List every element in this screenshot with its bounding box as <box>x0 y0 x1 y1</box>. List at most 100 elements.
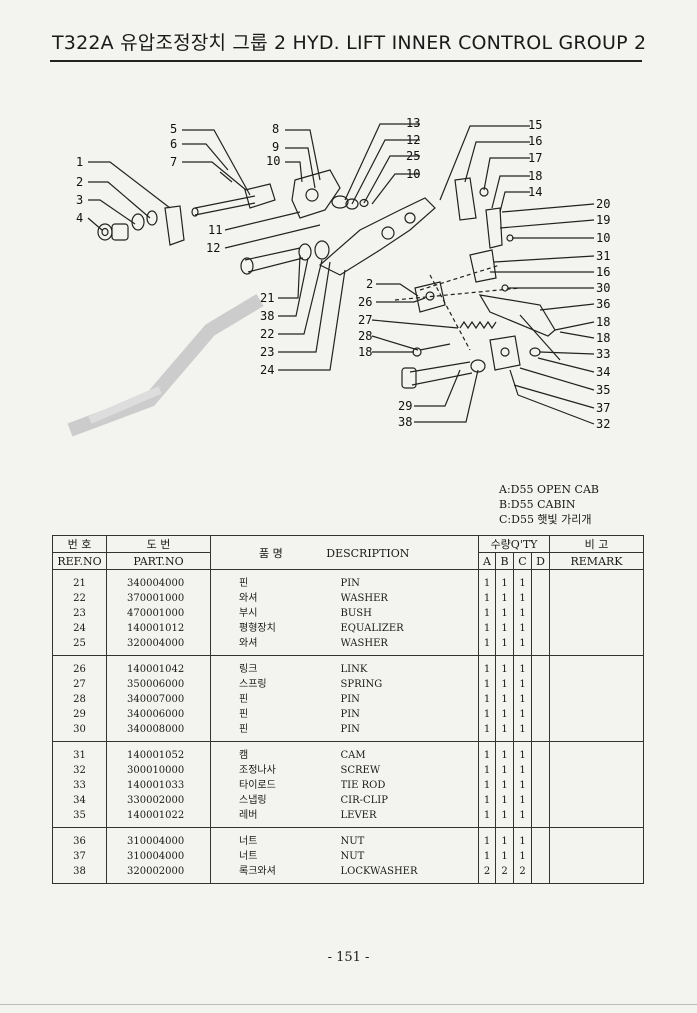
legend-item: C:D55 햇빛 가리개 <box>499 513 592 526</box>
cell-remark <box>549 621 645 636</box>
cell-remark <box>549 763 645 778</box>
callout-label: 33 <box>596 347 610 361</box>
cell-remark <box>549 655 645 677</box>
cell-ref: 24 <box>52 621 107 636</box>
cell-part: 140001033 <box>106 778 211 793</box>
cell-remark <box>549 849 645 864</box>
header-qty: 수량Q'TY <box>477 535 551 553</box>
parts-table: 번 호 도 번 품 명 DESCRIPTION 수량Q'TY 비 고 REF.N… <box>52 535 645 884</box>
callout-label: 21 <box>260 291 274 305</box>
cell-c: 1 <box>513 763 532 778</box>
page-number: - 151 - <box>327 950 370 965</box>
title-rule <box>50 60 642 62</box>
cell-a: 1 <box>478 677 496 692</box>
cell-d <box>530 692 551 707</box>
cell-desc: PIN <box>340 692 479 707</box>
cell-b: 1 <box>495 655 514 677</box>
cell-desc: LINK <box>340 655 479 677</box>
cell-d <box>530 591 551 606</box>
cell-ko: 링크 <box>210 655 341 677</box>
cell-d <box>530 655 551 677</box>
cell-part: 350006000 <box>106 677 211 692</box>
cell-c: 1 <box>513 692 532 707</box>
callout-label: 24 <box>260 363 274 377</box>
cell-b: 2 <box>495 864 514 884</box>
callout-label: 25 <box>406 149 420 163</box>
cell-c: 1 <box>513 778 532 793</box>
cell-ref: 35 <box>52 808 107 828</box>
cell-ko: 레버 <box>210 808 341 828</box>
cell-a: 1 <box>478 636 496 656</box>
cell-b: 1 <box>495 827 514 849</box>
header-qty-c: C <box>513 552 532 570</box>
page-title: T322A 유압조정장치 그룹 2 HYD. LIFT INNER CONTRO… <box>52 32 647 54</box>
callout-label: 14 <box>528 185 542 199</box>
cell-b: 1 <box>495 849 514 864</box>
callout-label: 4 <box>76 211 83 225</box>
cell-ref: 22 <box>52 591 107 606</box>
header-name-ko: 품 명 <box>259 546 283 560</box>
header-description: DESCRIPTION <box>326 546 410 560</box>
cell-part: 340007000 <box>106 692 211 707</box>
cell-ko: 너트 <box>210 827 341 849</box>
cell-ref: 28 <box>52 692 107 707</box>
cell-desc: PIN <box>340 707 479 722</box>
cell-c: 1 <box>513 827 532 849</box>
cell-remark <box>549 722 645 742</box>
cell-ref: 34 <box>52 793 107 808</box>
cell-ko: 와셔 <box>210 591 341 606</box>
cell-ref: 21 <box>52 569 107 591</box>
header-remark-en: REMARK <box>549 552 645 570</box>
cell-d <box>530 763 551 778</box>
callout-label: 13 <box>406 116 420 130</box>
cell-part: 320002000 <box>106 864 211 884</box>
cell-desc: EQUALIZER <box>340 621 479 636</box>
callout-label: 38 <box>260 309 274 323</box>
cell-part: 140001012 <box>106 621 211 636</box>
cell-ref: 38 <box>52 864 107 884</box>
callout-label: 35 <box>596 383 610 397</box>
cell-ko: 부시 <box>210 606 341 621</box>
header-qty-d: D <box>530 552 551 570</box>
cell-ko: 록크와셔 <box>210 864 341 884</box>
cell-a: 1 <box>478 655 496 677</box>
cell-ref: 29 <box>52 707 107 722</box>
cell-desc: PIN <box>340 569 479 591</box>
cell-d <box>530 778 551 793</box>
cell-ko: 스냅링 <box>210 793 341 808</box>
cell-desc: LEVER <box>340 808 479 828</box>
cell-part: 470001000 <box>106 606 211 621</box>
cell-b: 1 <box>495 621 514 636</box>
cell-desc: CIR-CLIP <box>340 793 479 808</box>
legend-item: A:D55 OPEN CAB <box>499 483 599 496</box>
cell-desc: NUT <box>340 827 479 849</box>
cell-part: 140001022 <box>106 808 211 828</box>
cell-desc: NUT <box>340 849 479 864</box>
cell-d <box>530 864 551 884</box>
cell-c: 1 <box>513 707 532 722</box>
cell-ref: 26 <box>52 655 107 677</box>
cell-ref: 25 <box>52 636 107 656</box>
cell-c: 1 <box>513 636 532 656</box>
cell-d <box>530 722 551 742</box>
callout-label: 20 <box>596 197 610 211</box>
cell-c: 1 <box>513 741 532 763</box>
cell-b: 1 <box>495 569 514 591</box>
cell-desc: LOCKWASHER <box>340 864 479 884</box>
callout-label: 5 <box>170 122 177 136</box>
cell-c: 1 <box>513 722 532 742</box>
cell-remark <box>549 569 645 591</box>
cell-ko: 스프링 <box>210 677 341 692</box>
callout-label: 18 <box>596 331 610 345</box>
cell-b: 1 <box>495 677 514 692</box>
cell-c: 1 <box>513 569 532 591</box>
callout-label: 6 <box>170 137 177 151</box>
cell-ko: 핀 <box>210 692 341 707</box>
